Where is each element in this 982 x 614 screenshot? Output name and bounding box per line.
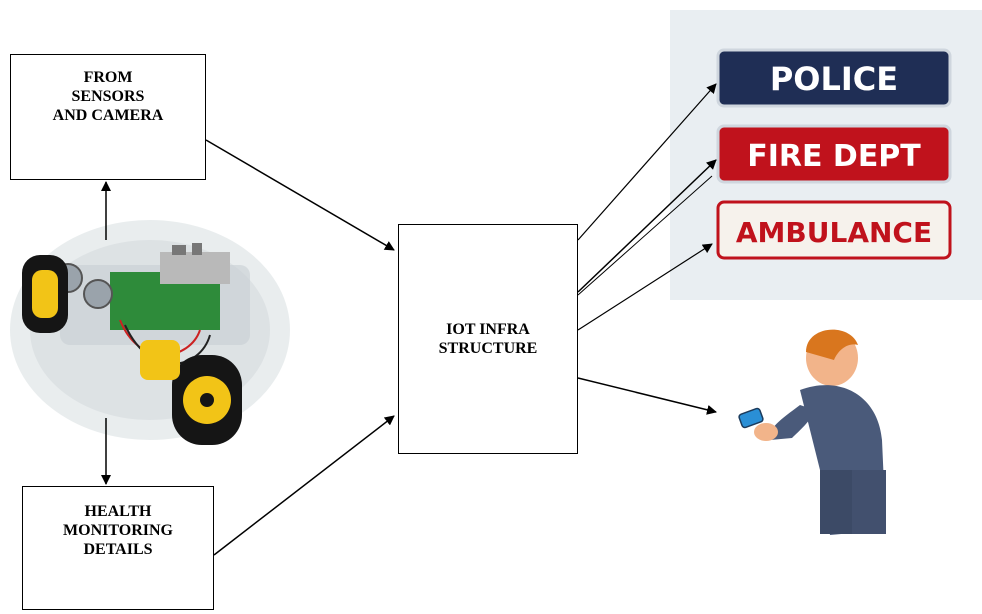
plate-police: POLICE — [716, 48, 952, 108]
sensors-camera-box: FROM SENSORS AND CAMERA — [10, 54, 206, 180]
plate-fire: FIRE DEPT — [716, 124, 952, 184]
plate-ambulance: AMBULANCE — [716, 200, 952, 260]
arrow-iot-to-fire-secondary — [577, 175, 713, 296]
sensors-box-line: FROM — [83, 69, 133, 86]
phone-icon — [738, 407, 764, 429]
arrow-iot-to-ambulance — [577, 243, 713, 331]
health-box-line: MONITORING — [63, 522, 173, 539]
person-with-phone-icon — [738, 329, 886, 535]
sensors-box-line: AND CAMERA — [52, 107, 164, 124]
plate-fire-label: FIRE DEPT — [747, 139, 921, 174]
health-box-line: HEALTH — [84, 503, 152, 520]
robot-car-image — [10, 220, 290, 445]
arrow-iot-to-police — [577, 83, 717, 241]
arrow-sensors-to-iot — [205, 139, 395, 251]
iot-box-line: IOT INFRA — [446, 321, 530, 338]
health-box-line: DETAILS — [83, 541, 153, 558]
iot-infrastructure-box: IOT INFRA STRUCTURE — [398, 224, 578, 454]
plate-police-label: POLICE — [770, 60, 898, 98]
health-monitoring-box: HEALTH MONITORING DETAILS — [22, 486, 214, 610]
arrow-iot-to-person — [577, 377, 717, 415]
sensors-box-line: SENSORS — [71, 88, 145, 105]
wheel-icon — [172, 355, 242, 445]
arrow-health-to-iot — [213, 415, 395, 556]
wheel-icon — [22, 255, 68, 333]
arrow-iot-to-fire — [577, 159, 717, 293]
plate-ambulance-label: AMBULANCE — [736, 216, 932, 249]
iot-box-line: STRUCTURE — [438, 340, 538, 357]
